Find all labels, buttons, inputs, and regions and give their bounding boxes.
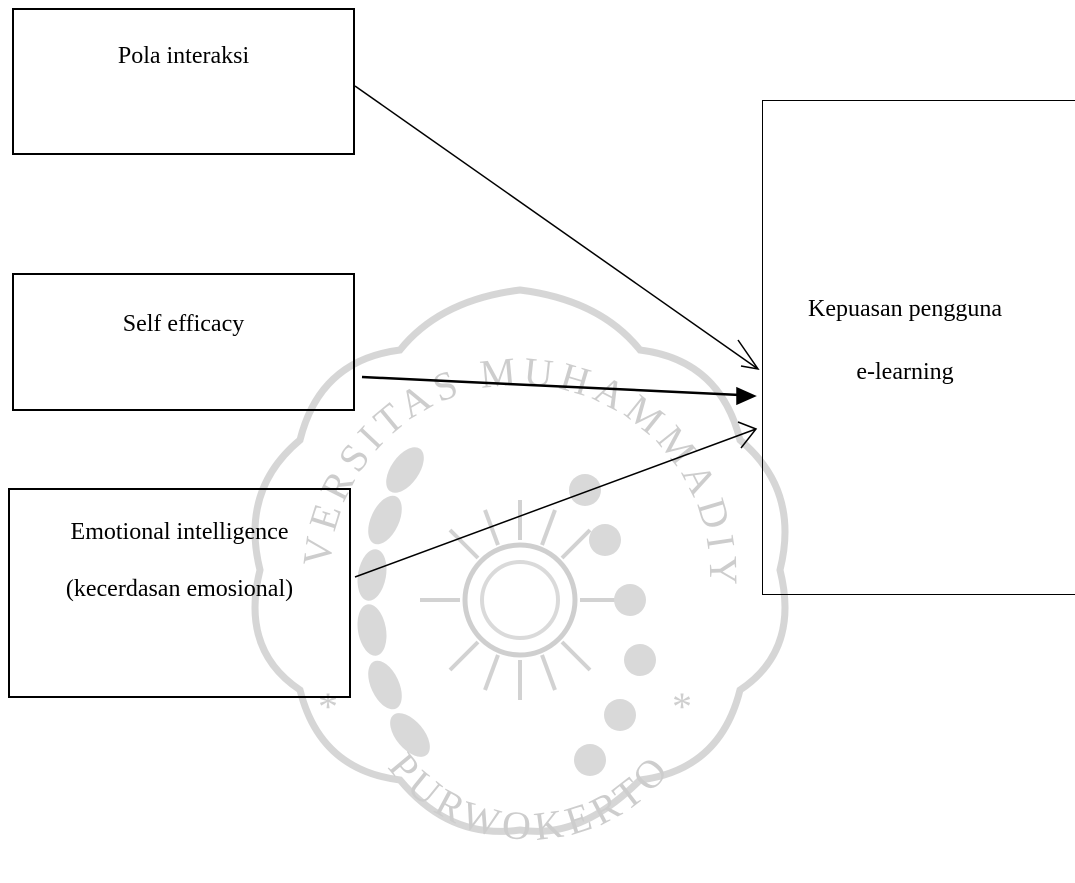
- svg-text:*: *: [672, 684, 692, 729]
- edge-self-to-kepuasan: [361, 375, 741, 397]
- label-emotional-intelligence: Emotional intelligence: [70, 519, 289, 545]
- label-self-efficacy: Self efficacy: [122, 311, 245, 337]
- seal-center: [420, 500, 620, 700]
- arrowhead-open-emo: [737, 421, 758, 449]
- label-kepuasan-pengguna: Kepuasan pengguna: [808, 296, 1002, 322]
- arrowhead-open-pola: [737, 339, 760, 371]
- node-pola-interaksi: [12, 8, 355, 155]
- label-e-learning: e-learning: [856, 359, 954, 385]
- edge-emo-to-kepuasan: [354, 428, 757, 578]
- seal-outline: [251, 286, 789, 835]
- node-emotional-intelligence: [8, 488, 351, 698]
- label-pola-interaksi: Pola interaksi: [117, 43, 250, 69]
- seal-stars: * *: [318, 684, 692, 729]
- edge-pola-to-kepuasan: [354, 85, 759, 370]
- svg-text:*: *: [318, 684, 338, 729]
- node-kepuasan-pengguna: [762, 100, 1075, 595]
- node-self-efficacy: [12, 273, 355, 411]
- seal-wreath: [357, 447, 656, 776]
- arrowhead-filled-self: [736, 386, 757, 406]
- label-kecerdasan-emosional: (kecerdasan emosional): [65, 576, 294, 602]
